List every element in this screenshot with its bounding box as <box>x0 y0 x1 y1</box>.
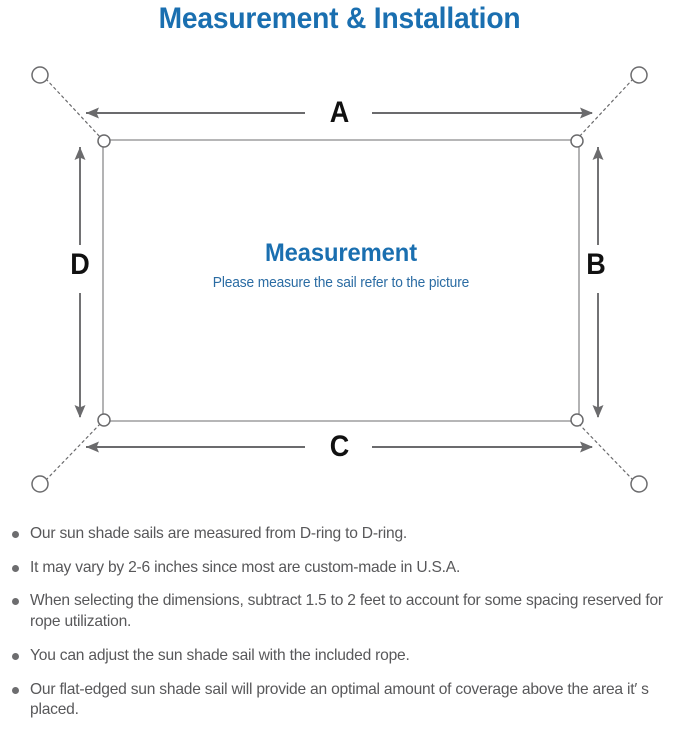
bullet-icon <box>12 652 19 660</box>
rope-lines <box>45 78 634 481</box>
note-item: It may vary by 2-6 inches since most are… <box>0 558 679 579</box>
d-rings <box>97 134 584 427</box>
bullet-icon <box>12 598 19 606</box>
note-item: You can adjust the sun shade sail with t… <box>0 646 679 667</box>
measurement-diagram: Measurement Please measure the sail refe… <box>0 45 679 515</box>
d-ring-bottom-right-icon <box>570 413 584 427</box>
anchor-posts <box>31 66 648 493</box>
rope-top-right <box>577 78 634 139</box>
note-item: Our sun shade sails are measured from D-… <box>0 524 679 545</box>
anchor-post-top-left-icon <box>31 66 49 84</box>
note-item: Our flat-edged sun shade sail will provi… <box>0 680 679 721</box>
bullet-icon <box>12 564 19 572</box>
d-ring-bottom-left-icon <box>97 413 111 427</box>
bullet-icon <box>12 531 19 538</box>
diagram-canvas <box>31 66 648 493</box>
notes-list: Our sun shade sails are measured from D-… <box>0 524 679 721</box>
rope-bottom-right <box>577 422 634 481</box>
d-ring-top-left-icon <box>97 134 111 148</box>
note-text: You can adjust the sun shade sail with t… <box>30 646 410 664</box>
page-title: Measurement & Installation <box>158 2 521 35</box>
note-text: Our sun shade sails are measured from D-… <box>30 525 408 542</box>
note-text: It may vary by 2-6 inches since most are… <box>30 558 461 576</box>
d-ring-top-right-icon <box>570 134 584 148</box>
note-item: When selecting the dimensions, subtract … <box>0 591 679 632</box>
note-text: When selecting the dimensions, subtract … <box>30 592 663 631</box>
rope-top-left <box>45 78 102 139</box>
note-text: Our flat-edged sun shade sail will provi… <box>30 680 649 719</box>
anchor-post-bottom-right-icon <box>630 475 648 493</box>
rope-bottom-left <box>45 422 102 481</box>
bullet-icon <box>12 686 19 694</box>
shade-sail-body <box>102 139 580 422</box>
anchor-post-top-right-icon <box>630 66 648 84</box>
anchor-post-bottom-left-icon <box>31 475 49 493</box>
